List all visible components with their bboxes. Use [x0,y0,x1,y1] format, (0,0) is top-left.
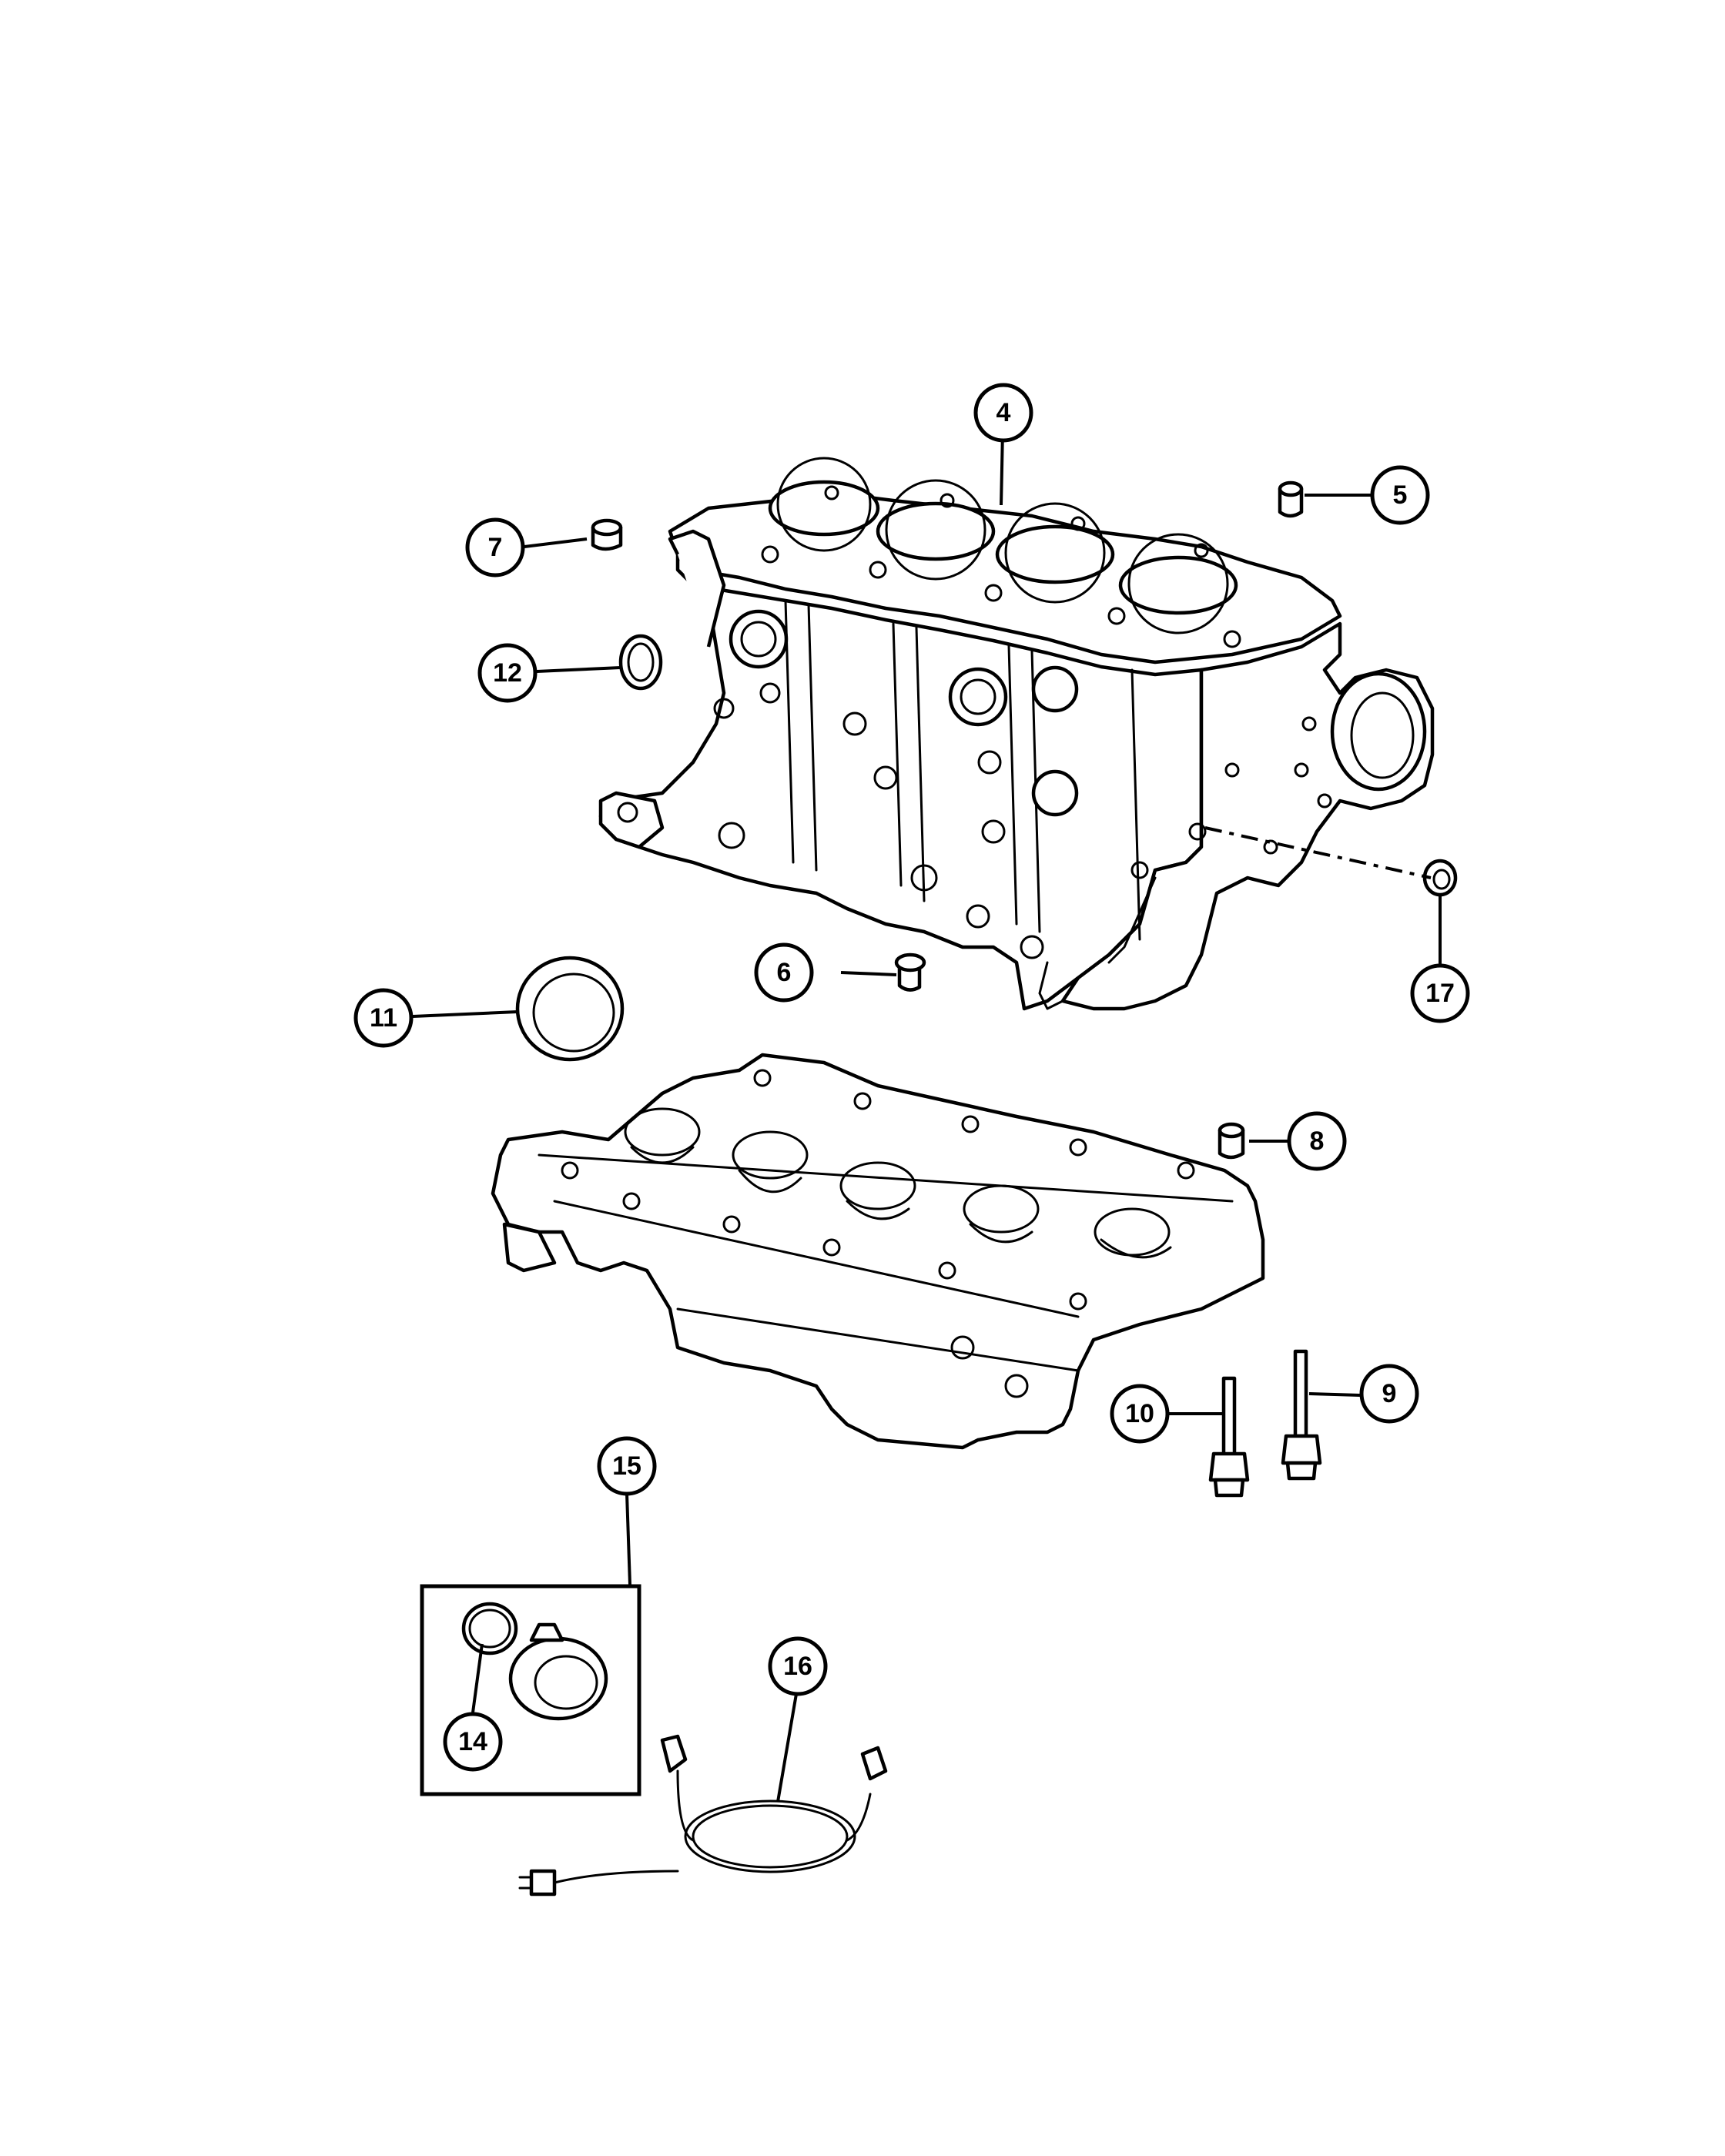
bearing-cap-bedplate[interactable] [491,1053,1265,1450]
callout-14[interactable]: 14 [443,1712,503,1772]
dowel-pin-5[interactable] [1278,480,1304,518]
callout-6[interactable]: 6 [754,942,814,1003]
callout-7[interactable]: 7 [465,517,525,578]
callout-16[interactable]: 16 [768,1636,828,1696]
callout-16-label: 16 [783,1652,812,1681]
bolt-9[interactable] [1281,1349,1322,1481]
callout-15-label: 15 [612,1451,641,1481]
callout-8[interactable]: 8 [1287,1111,1347,1171]
o-ring-14[interactable] [461,1602,518,1656]
callout-7-label: 7 [488,533,503,562]
callout-17-label: 17 [1425,979,1455,1008]
callout-4-label: 4 [996,398,1011,427]
bolt-10[interactable] [1208,1376,1250,1498]
callout-6-label: 6 [777,958,792,987]
callout-17[interactable]: 17 [1410,963,1470,1023]
callout-5[interactable]: 5 [1370,465,1430,525]
seal-12[interactable] [618,634,663,691]
callout-15[interactable]: 15 [597,1436,657,1496]
callout-11[interactable]: 11 [353,988,414,1048]
plug-6[interactable] [894,952,926,992]
callout-9[interactable]: 9 [1359,1364,1419,1424]
dowel-pin-8[interactable] [1218,1122,1245,1160]
callout-11-label: 11 [370,1003,397,1033]
cylinder-block[interactable] [598,457,1435,1011]
callout-10-label: 10 [1125,1399,1154,1428]
callout-9-label: 9 [1382,1379,1397,1408]
rear-main-seal-11[interactable] [515,956,625,1062]
block-heater[interactable] [508,1622,608,1721]
callout-4[interactable]: 4 [973,383,1033,443]
callout-14-label: 14 [458,1727,487,1756]
callout-5-label: 5 [1393,480,1408,510]
heater-kit-box [420,1584,641,1796]
callout-10[interactable]: 10 [1110,1384,1170,1444]
heater-cord[interactable] [518,1734,888,1897]
callout-8-label: 8 [1310,1127,1325,1156]
callout-12-label: 12 [493,658,522,688]
callout-12[interactable]: 12 [477,643,538,703]
dowel-pin-7[interactable] [591,518,623,551]
